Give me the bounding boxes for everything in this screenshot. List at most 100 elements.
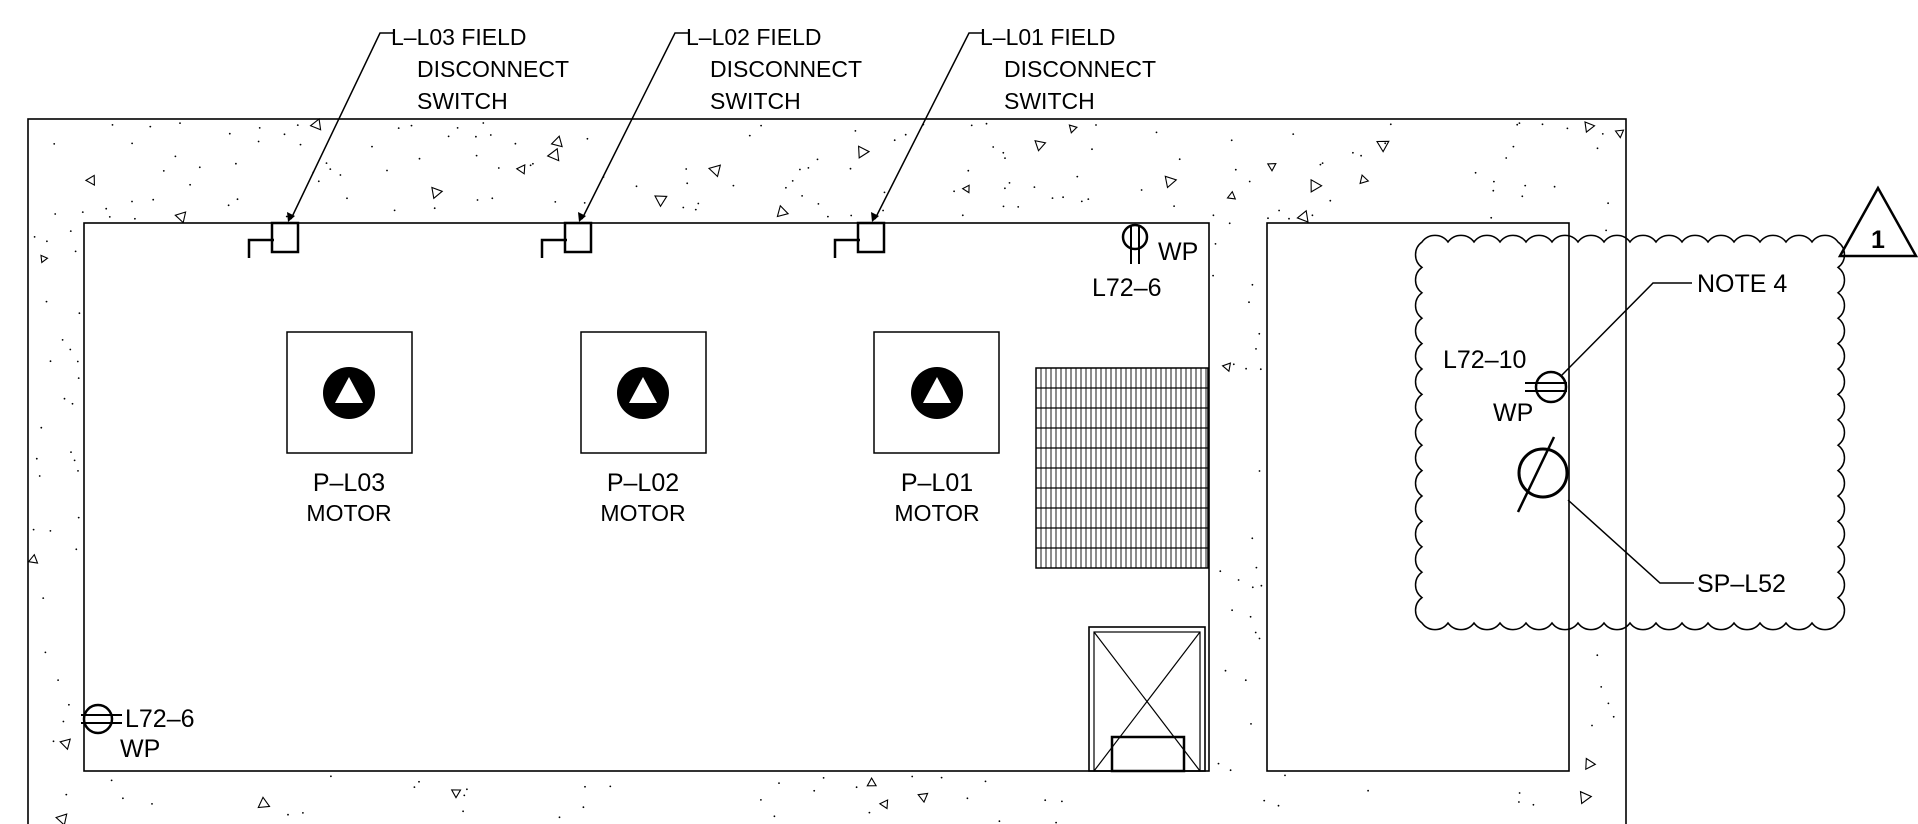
aggregate-mark: [1584, 121, 1596, 134]
stipple-dot: [1219, 570, 1222, 573]
leader-arrow: [871, 212, 879, 222]
aggregate-mark: [309, 117, 322, 131]
aggregate-mark: [1376, 140, 1390, 153]
stipple-dot: [397, 127, 400, 129]
stipple-dot: [131, 142, 134, 145]
stipple-dot: [586, 137, 589, 140]
motor-tag: P–L01: [901, 469, 973, 497]
stipple-dot: [69, 230, 72, 233]
motor-base: [580, 331, 707, 454]
stipple-dot: [1237, 579, 1240, 581]
stipple-dot: [529, 164, 532, 167]
aggregate-mark: [1226, 190, 1237, 200]
stipple-dot: [1612, 715, 1615, 718]
receptacle-tag: WP: [1493, 399, 1533, 427]
stipple-dot: [76, 360, 79, 363]
leader-line: [290, 32, 393, 220]
stipple-dot: [1250, 723, 1252, 725]
stipple-dot: [491, 197, 494, 200]
stipple-dot: [760, 124, 762, 127]
aggregate-mark: [1359, 174, 1370, 185]
stipple-dot: [1267, 217, 1269, 220]
stipple-dot: [1254, 631, 1257, 634]
stipple-dot: [287, 813, 289, 816]
aggregate-mark: [866, 776, 878, 787]
stipple-dot: [105, 207, 108, 210]
stipple-dot: [62, 720, 65, 723]
stipple-dot: [1004, 187, 1006, 190]
stipple-dot: [1217, 762, 1220, 765]
receptacle-tag: WP: [120, 735, 160, 763]
stipple-dot: [49, 530, 52, 532]
aggregate-mark: [27, 553, 39, 564]
stipple-dot: [807, 167, 810, 169]
stipple-dot: [1566, 127, 1569, 130]
stipple-dot: [475, 154, 478, 157]
stipple-dot: [1384, 142, 1387, 145]
note-4-callout: NOTE 4: [1560, 270, 1787, 377]
callout-l-l03: L–L03 FIELD DISCONNECT SWITCH: [391, 24, 569, 114]
aggregate-mark: [40, 254, 49, 264]
stipple-dot: [1492, 189, 1495, 192]
stipple-dot: [386, 169, 388, 172]
stipple-dot: [816, 158, 819, 161]
stipple-dot: [760, 799, 762, 801]
stipple-dot: [953, 190, 955, 193]
sump-pump-slash: [1516, 436, 1556, 513]
stipple-dot: [1518, 792, 1521, 794]
motor-tag: P–L03: [313, 469, 385, 497]
revision-triangle-icon: [1837, 185, 1918, 258]
aggregate-mark: [450, 789, 462, 799]
access-hatch: [1088, 626, 1206, 773]
stipple-dot: [1360, 154, 1362, 157]
stipple-dot: [1232, 363, 1235, 366]
stipple-dot: [1224, 669, 1227, 672]
stipple-dot: [1284, 774, 1286, 777]
stipple-dot: [1004, 157, 1006, 160]
concrete-pad-outline: [27, 118, 1627, 824]
stipple-dot: [1329, 199, 1332, 202]
stipple-dot: [38, 475, 41, 477]
stipple-dot: [45, 300, 48, 303]
stipple-dot: [1278, 209, 1280, 212]
concrete-pad: [27, 117, 1627, 824]
stipple-dot: [42, 597, 45, 599]
stipple-dot: [966, 797, 969, 800]
stipple-dot: [227, 204, 230, 207]
stipple-dot: [257, 140, 260, 143]
disconnect-switch-l02: [540, 32, 688, 258]
switch-symbol: [540, 238, 567, 258]
stipple-dot: [822, 777, 825, 779]
stipple-dot: [1231, 609, 1233, 612]
callout-line-2: DISCONNECT: [417, 56, 569, 82]
motor-p-l03: P–L03 MOTOR: [286, 331, 413, 526]
stipple-dot: [1234, 168, 1237, 171]
stipple-dot: [1321, 162, 1324, 165]
callout-line-3: SWITCH: [710, 88, 801, 114]
stipple-dot: [296, 124, 299, 126]
receptacle-bottom-left: L72–6 WP: [81, 703, 195, 763]
stipple-dot: [748, 134, 751, 137]
aggregate-mark: [174, 211, 187, 224]
stipple-dot: [1244, 679, 1247, 682]
stipple-dot: [497, 167, 500, 169]
stipple-dot: [682, 206, 685, 209]
stipple-dot: [53, 143, 56, 145]
callout-l-l02: L–L02 FIELD DISCONNECT SWITCH: [686, 24, 862, 114]
stipple-dot: [68, 703, 70, 706]
aggregate-mark: [1296, 209, 1309, 223]
stipple-dot: [149, 125, 152, 128]
stipple-dot: [1055, 821, 1057, 824]
stipple-dot: [1002, 151, 1005, 154]
stipple-dot: [61, 339, 64, 341]
receptacle-top-right: WP L72–6: [1092, 223, 1198, 302]
stipple-dot: [1541, 123, 1544, 126]
motor-label: MOTOR: [894, 500, 979, 526]
stipple-dot: [827, 215, 829, 218]
stipple-dot: [69, 348, 72, 351]
stipple-dot: [1352, 151, 1354, 154]
stipple-dot: [371, 145, 373, 148]
stipple-dot: [1080, 200, 1083, 203]
stipple-dot: [49, 360, 52, 363]
